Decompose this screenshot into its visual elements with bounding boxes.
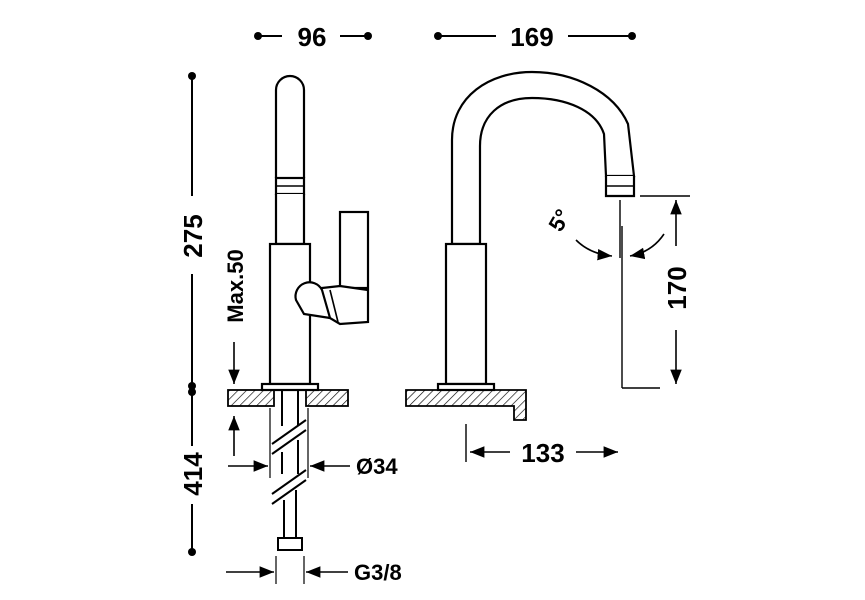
faucet-side-body [260,74,370,392]
dimension-169: 169 [434,22,636,52]
dimension-96-label: 96 [298,22,327,52]
dimension-414: 414 [178,388,208,556]
dimension-d34: Ø34 [228,408,398,479]
supply-hose [271,390,307,551]
dimension-169-label: 169 [510,22,553,52]
dimension-133: 133 [465,424,618,468]
dimension-133-label: 133 [521,438,564,468]
dimension-d34-label: Ø34 [356,454,398,479]
deck-section-right [405,389,527,421]
flow-lines [619,195,690,389]
dimension-170: 170 [662,200,692,384]
dimension-275: 275 [178,72,208,390]
angle-5-label: 5° [543,205,575,236]
gooseneck-spout [436,70,636,392]
side-view: 96 275 414 Max.50 [178,22,402,585]
dimension-96: 96 [254,22,372,52]
dimension-275-label: 275 [178,214,208,257]
deck-section-left [227,389,349,407]
dimension-170-label: 170 [662,266,692,309]
dimension-max50-label: Max.50 [223,249,248,322]
dimension-g38-label: G3/8 [354,560,402,585]
front-view: 169 5° [405,22,692,468]
angle-5-degree: 5° [543,205,665,261]
dimension-414-label: 414 [178,452,208,496]
dimension-g38: G3/8 [226,556,402,585]
dimension-max50: Max.50 [223,249,248,456]
